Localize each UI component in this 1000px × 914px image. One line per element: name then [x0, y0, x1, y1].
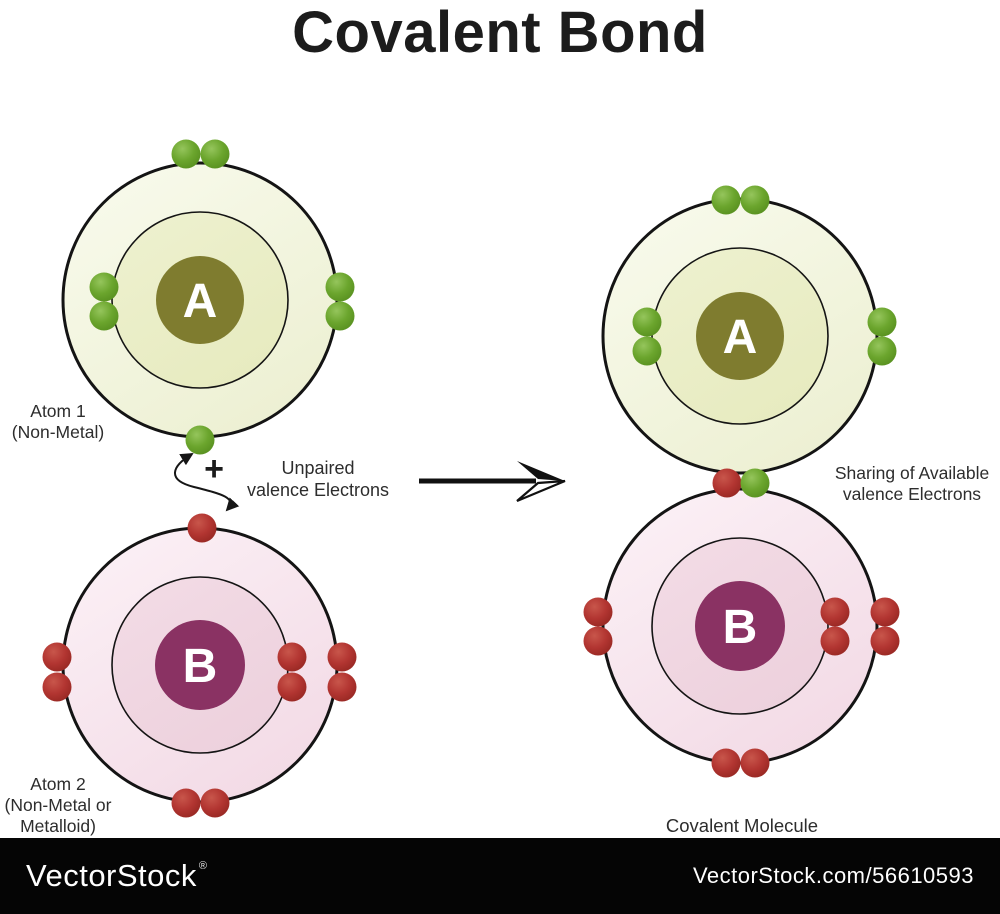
- reaction-arrow: [419, 461, 566, 503]
- red-electron-unpaired: [187, 513, 217, 543]
- red-electron: [870, 626, 900, 656]
- green-electron: [867, 307, 897, 337]
- sharing-note-line1: Sharing of Available: [835, 463, 989, 483]
- atom-b-symbol: B: [183, 640, 218, 693]
- watermark-site-id: VectorStock.com/56610593: [692, 863, 974, 888]
- green-electron: [632, 307, 662, 337]
- red-electron: [277, 642, 307, 672]
- product-atom-b-nucleus: [695, 581, 785, 671]
- red-electron: [820, 626, 850, 656]
- product-atom-a-symbol: A: [723, 311, 758, 364]
- red-electron: [42, 642, 72, 672]
- product-atom-a-nucleus: [696, 292, 784, 380]
- green-electron: [171, 139, 201, 169]
- green-electron: [200, 139, 230, 169]
- sharing-note-line2: valence Electrons: [843, 484, 981, 504]
- atom-a-symbol: A: [183, 275, 218, 328]
- red-electron: [583, 626, 613, 656]
- red-electron: [277, 672, 307, 702]
- atom-b-label-line1: Atom 2: [30, 774, 85, 794]
- unpaired-electrons-connector-arrow: [174, 452, 240, 512]
- unpaired-note-line1: Unpaired: [281, 458, 354, 478]
- reaction-arrow-head-lower: [516, 479, 566, 503]
- red-electron: [870, 597, 900, 627]
- red-electron: [820, 597, 850, 627]
- green-electron-unpaired: [185, 425, 215, 455]
- page-title: Covalent Bond: [292, 0, 708, 65]
- diagram-canvas: Covalent Bond A Atom 1 (Non-Metal) + Unp…: [5, 0, 990, 836]
- red-electron: [327, 672, 357, 702]
- plus-sign: +: [204, 450, 224, 488]
- watermark-brand: VectorStock ®: [26, 858, 208, 894]
- product-molecule: A B: [583, 185, 900, 778]
- green-electron: [711, 185, 741, 215]
- shared-red-electron: [712, 468, 742, 498]
- red-electron: [583, 597, 613, 627]
- unpaired-note-line2: valence Electrons: [247, 480, 389, 500]
- atom-a-label-line1: Atom 1: [30, 401, 85, 421]
- registered-trademark-icon: ®: [198, 860, 208, 872]
- atom-a-label-line2: (Non-Metal): [12, 422, 104, 442]
- atom-b-label-line2: (Non-Metal or: [5, 795, 112, 815]
- red-electron: [200, 788, 230, 818]
- green-electron: [740, 185, 770, 215]
- red-electron: [171, 788, 201, 818]
- atom-b-nucleus: [155, 620, 245, 710]
- green-electron: [89, 301, 119, 331]
- shared-green-electron: [740, 468, 770, 498]
- green-electron: [632, 336, 662, 366]
- product-atom-b-symbol: B: [723, 601, 758, 654]
- green-electron: [325, 272, 355, 302]
- green-electron: [89, 272, 119, 302]
- reactant-atom-a: A: [61, 139, 355, 455]
- atom-a-nucleus: [156, 256, 244, 344]
- red-electron: [327, 642, 357, 672]
- reactant-atom-b: B: [42, 513, 357, 818]
- red-electron: [740, 748, 770, 778]
- green-electron: [325, 301, 355, 331]
- red-electron: [42, 672, 72, 702]
- watermark-bar: VectorStock ® VectorStock.com/56610593: [0, 838, 1000, 914]
- atom-b-label-line3: Metalloid): [20, 816, 96, 836]
- reaction-arrow-head-upper: [517, 461, 565, 481]
- product-caption: Covalent Molecule: [666, 815, 818, 836]
- watermark-brand-text: VectorStock: [26, 858, 197, 893]
- red-electron: [711, 748, 741, 778]
- green-electron: [867, 336, 897, 366]
